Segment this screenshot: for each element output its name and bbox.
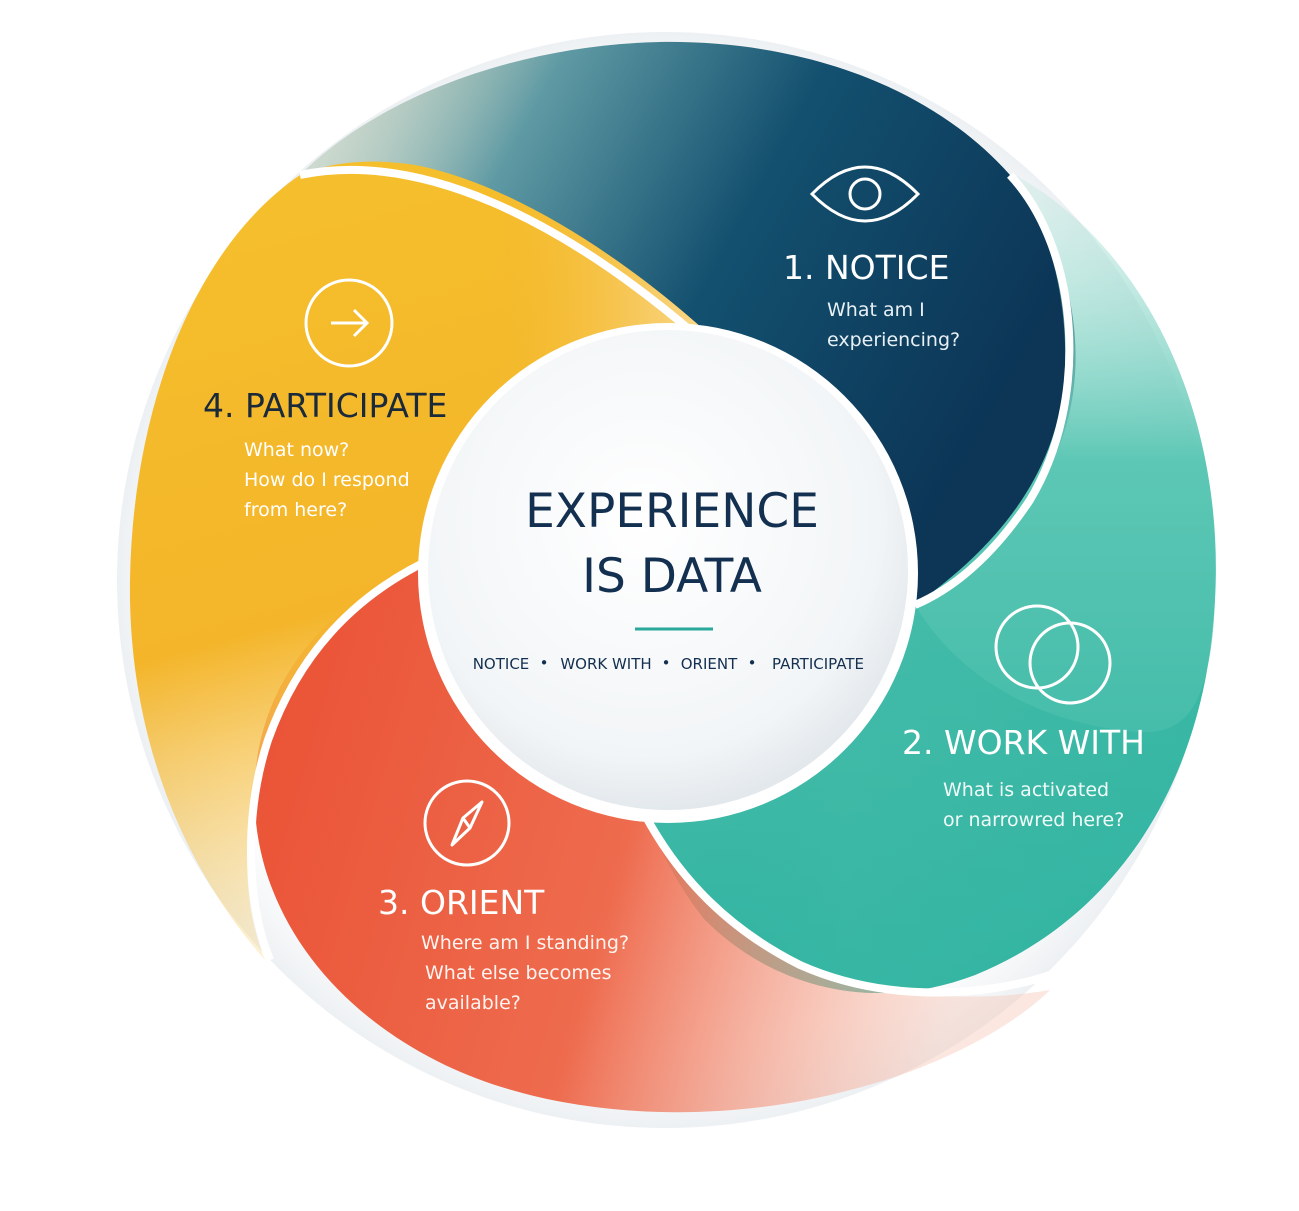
orient-question-line1: Where am I standing? <box>421 932 629 954</box>
center-step-work-with: WORK WITH <box>560 655 651 673</box>
orient-question-line2: What else becomes <box>425 962 611 984</box>
center-step-participate: PARTICIPATE <box>772 655 864 673</box>
work-with-title: 2. WORK WITH <box>902 723 1145 762</box>
petal-divider-4 <box>247 551 442 962</box>
notice-question-line1: What am I <box>827 299 925 321</box>
participate-title: 4. PARTICIPATE <box>203 386 447 425</box>
eye-icon <box>809 165 921 223</box>
center-separator-3: • <box>748 654 757 672</box>
center-separator-2: • <box>662 654 671 672</box>
work-with-petal-base <box>645 600 1215 994</box>
center-circle <box>428 330 908 810</box>
orient-title: 3. ORIENT <box>378 883 545 922</box>
center-step-orient: ORIENT <box>681 655 738 673</box>
work-with-question-line2: or narrowred here? <box>943 809 1124 831</box>
participate-question-line3: from here? <box>244 499 347 521</box>
petal-divider-3 <box>641 813 1052 997</box>
work-with-question-line1: What is activated <box>943 779 1109 801</box>
compass-icon <box>423 779 511 867</box>
notice-question-line2: experiencing? <box>827 329 960 351</box>
participate-question-line2: How do I respond <box>244 469 410 491</box>
notice-title: 1. NOTICE <box>783 248 949 287</box>
center-title-line1: EXPERIENCE <box>525 484 819 539</box>
orient-question-line3: available? <box>425 992 521 1014</box>
participate-question-line1: What now? <box>244 439 349 461</box>
center-step-notice: NOTICE <box>473 655 530 673</box>
petal-divider-2 <box>913 172 1074 609</box>
center-title-line2: IS DATA <box>582 549 762 604</box>
overlapping-circles-icon <box>994 604 1112 705</box>
arrow-right-circle-icon <box>304 278 394 368</box>
center-separator-1: • <box>540 654 549 672</box>
